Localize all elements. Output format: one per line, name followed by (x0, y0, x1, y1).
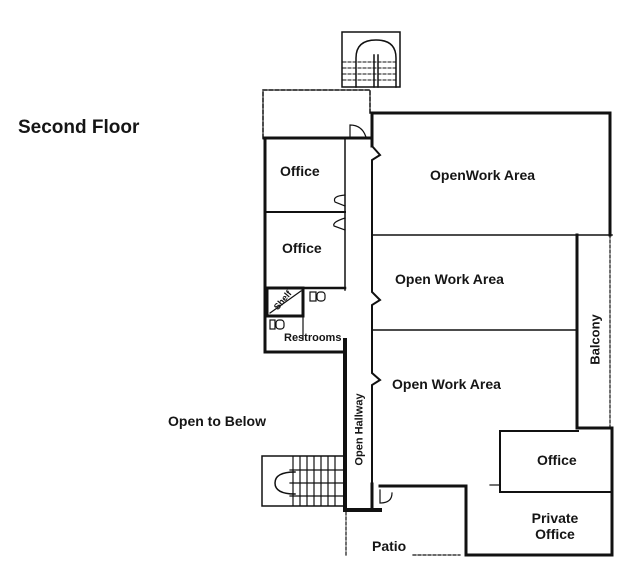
patio-label: Patio (372, 538, 407, 554)
office-2-label: Office (282, 240, 322, 256)
open-work-area-2-label: Open Work Area (395, 271, 504, 287)
open-to-below-label: Open to Below (168, 413, 266, 429)
private-office-label: Private Office (531, 510, 579, 543)
top-staircase-icon (341, 31, 401, 88)
bottom-staircase-icon (261, 455, 345, 507)
restrooms-label: Restrooms (284, 332, 342, 344)
open-work-area-1-label: OpenWork Area (430, 167, 536, 183)
open-hallway-label: Open Hallway (353, 393, 366, 466)
floor-title: Second Floor (18, 117, 140, 138)
balcony-label: Balcony (587, 314, 603, 365)
office-1-label: Office (280, 163, 320, 179)
open-work-area-3-label: Open Work Area (392, 376, 501, 392)
office-3-label: Office (537, 452, 577, 468)
